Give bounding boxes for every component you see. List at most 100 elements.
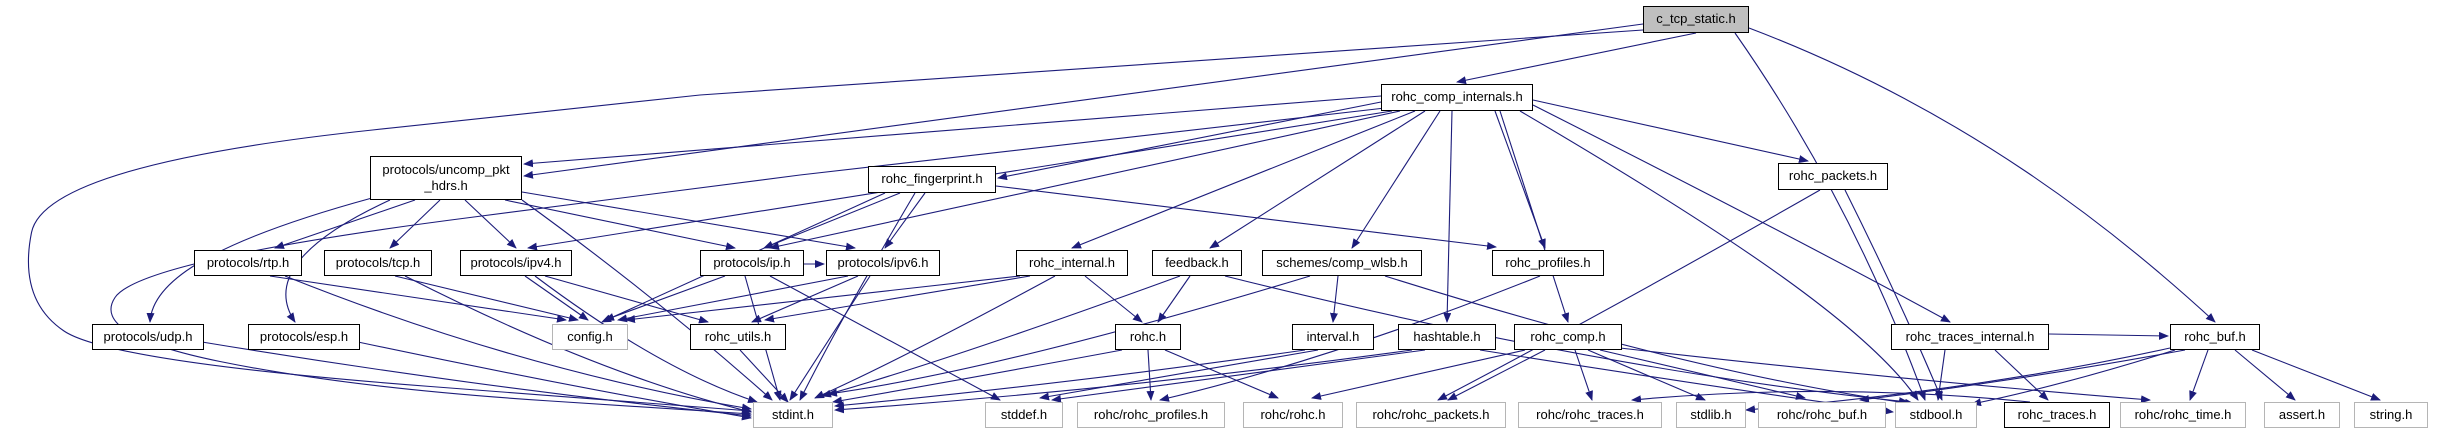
graph-node-ppkt: rohc/rohc_packets.h bbox=[1356, 402, 1506, 428]
graph-node-string: string.h bbox=[2354, 402, 2428, 428]
edge-fb-to-stdint bbox=[821, 275, 1181, 398]
edge-unc-to-ipv4 bbox=[464, 199, 517, 249]
graph-node-stdint: stdint.h bbox=[753, 402, 833, 428]
graph-node-rcomp[interactable]: rohc_comp.h bbox=[1514, 324, 1622, 350]
graph-node-stdlib: stdlib.h bbox=[1676, 402, 1746, 428]
graph-node-pprof: rohc/rohc_profiles.h bbox=[1077, 402, 1225, 428]
edge-rcomp-to-prohc bbox=[1311, 349, 1526, 400]
edge-ctcp-to-unc bbox=[523, 23, 1644, 179]
edge-unc-to-tcp bbox=[389, 199, 441, 249]
edge-rtp-to-cfg bbox=[269, 275, 567, 323]
graph-node-ptime: rohc/rohc_time.h bbox=[2120, 402, 2246, 428]
edge-ctcp-to-rbuf bbox=[1748, 27, 2216, 323]
edge-rci-to-stdint bbox=[110, 107, 1386, 418]
graph-node-prohc: rohc/rohc.h bbox=[1243, 402, 1343, 428]
graph-node-trc[interactable]: rohc_traces.h bbox=[2004, 402, 2110, 428]
edge-wlsb-to-stdbool bbox=[1384, 275, 1915, 407]
graph-node-rci[interactable]: rohc_comp_internals.h bbox=[1381, 84, 1533, 111]
edge-rint-to-rohc bbox=[1084, 275, 1143, 323]
edge-rcomp-to-ptime bbox=[1619, 347, 2151, 404]
graph-node-pbuf: rohc/rohc_buf.h bbox=[1758, 402, 1886, 428]
graph-node-wlsb[interactable]: schemes/comp_wlsb.h bbox=[1262, 250, 1422, 276]
edge-rcomp-to-pbuf bbox=[1599, 349, 1806, 400]
edge-pkt-to-stdbool bbox=[1844, 189, 1943, 401]
edge-rti-to-rbuf bbox=[2048, 331, 2169, 340]
edge-rti-to-trc bbox=[1994, 349, 2049, 401]
edge-tcp-to-stdint bbox=[404, 275, 752, 414]
graph-node-stdbool: stdbool.h bbox=[1895, 402, 1977, 428]
edge-rbuf-to-stdlib bbox=[1745, 347, 2171, 414]
edge-rbuf-to-stdbool bbox=[1971, 349, 2176, 407]
edge-wlsb-to-stdint bbox=[827, 275, 1311, 397]
graph-node-assert: assert.h bbox=[2264, 402, 2340, 428]
edge-rohc-to-pprof bbox=[1146, 349, 1155, 401]
graph-node-ipv6[interactable]: protocols/ipv6.h bbox=[826, 250, 940, 276]
edge-hash-to-stdint bbox=[834, 349, 1413, 414]
graph-node-rbuf[interactable]: rohc_buf.h bbox=[2170, 324, 2260, 350]
graph-node-pkt[interactable]: rohc_packets.h bbox=[1778, 163, 1888, 190]
graph-node-ip[interactable]: protocols/ip.h bbox=[700, 250, 804, 276]
edge-rci-to-wlsb bbox=[1351, 110, 1441, 249]
edge-esp-to-stdint bbox=[357, 341, 752, 421]
edge-rbuf-to-pbuf bbox=[1859, 349, 2186, 403]
graph-node-tcp[interactable]: protocols/tcp.h bbox=[324, 250, 432, 276]
edge-ipv6-to-cfg bbox=[617, 275, 849, 323]
edge-ctcp-to-rci bbox=[1456, 32, 1697, 85]
edge-rci-to-rti bbox=[1532, 104, 1951, 323]
edge-tcp-to-cfg bbox=[394, 275, 579, 322]
edge-ctcp-to-stdint bbox=[28, 29, 1644, 415]
edge-rcomp-to-ppkt bbox=[1447, 349, 1546, 401]
edge-rci-to-pkt bbox=[1532, 99, 1809, 163]
graph-node-unc[interactable]: protocols/uncomp_pkt _hdrs.h bbox=[370, 156, 522, 200]
graph-node-fb[interactable]: feedback.h bbox=[1152, 250, 1242, 276]
graph-node-udp[interactable]: protocols/udp.h bbox=[92, 324, 204, 350]
edge-rci-to-unc bbox=[523, 95, 1382, 168]
edge-fb-to-rohc bbox=[1157, 275, 1191, 323]
graph-node-rohc[interactable]: rohc.h bbox=[1115, 324, 1181, 350]
edge-ipv4-to-cfg bbox=[524, 275, 589, 321]
edge-rci-to-hash bbox=[1443, 110, 1453, 323]
graph-node-rtp[interactable]: protocols/rtp.h bbox=[194, 250, 302, 276]
edge-hash-to-stddef bbox=[1051, 349, 1426, 403]
graph-node-utils[interactable]: rohc_utils.h bbox=[690, 324, 786, 350]
edge-rcomp-to-stdlib bbox=[1587, 349, 1706, 401]
graph-node-stddef: stddef.h bbox=[985, 402, 1063, 428]
edge-rbuf-to-ptime bbox=[2189, 349, 2209, 401]
edge-rbuf-to-assert bbox=[2234, 349, 2296, 401]
edge-unc-to-ip bbox=[504, 199, 736, 251]
graph-node-rint[interactable]: rohc_internal.h bbox=[1016, 250, 1128, 276]
edge-rbuf-to-string bbox=[2251, 349, 2381, 401]
edge-ip-to-cfg bbox=[604, 275, 726, 321]
graph-node-ctcp[interactable]: c_tcp_static.h bbox=[1643, 6, 1749, 33]
graph-node-hash[interactable]: hashtable.h bbox=[1398, 324, 1496, 350]
edge-ipv4-to-stdint bbox=[534, 275, 758, 403]
edge-rci-to-rint bbox=[1071, 110, 1416, 249]
edge-ip-to-stddef bbox=[769, 275, 1001, 401]
graph-node-prof[interactable]: rohc_profiles.h bbox=[1492, 250, 1604, 276]
edge-rci-to-fb bbox=[1209, 110, 1426, 249]
edge-rci-to-ip bbox=[769, 110, 1401, 250]
edge-unc-to-stdint bbox=[521, 199, 773, 401]
edge-rint-to-cfg bbox=[625, 275, 1021, 323]
edge-ipv6-to-utils bbox=[751, 275, 859, 323]
edge-fpr-to-ipv6 bbox=[884, 192, 926, 249]
edge-udp-to-stdint bbox=[201, 341, 752, 420]
graph-node-fpr[interactable]: rohc_fingerprint.h bbox=[868, 166, 996, 193]
edge-ipv4-to-utils bbox=[544, 275, 709, 324]
edge-rint-to-stdint bbox=[814, 275, 1056, 399]
edge-intv-to-stdint bbox=[834, 349, 1306, 410]
graph-node-rti[interactable]: rohc_traces_internal.h bbox=[1891, 324, 2049, 350]
edge-fpr-to-ip bbox=[763, 192, 901, 249]
edge-rint-to-utils bbox=[764, 275, 1031, 323]
edge-unc-to-ipv6 bbox=[521, 191, 856, 251]
edge-trc-to-ptrc bbox=[1631, 390, 2031, 404]
edge-rci-to-prof bbox=[1494, 110, 1546, 249]
edge-ipv6-to-stdint bbox=[789, 275, 871, 401]
graph-node-intv[interactable]: interval.h bbox=[1292, 324, 1374, 350]
graph-node-esp[interactable]: protocols/esp.h bbox=[248, 324, 360, 350]
graph-node-ipv4[interactable]: protocols/ipv4.h bbox=[460, 250, 572, 276]
edge-intv-to-stddef bbox=[1039, 349, 1319, 401]
edge-rohc-to-stdint bbox=[832, 349, 1123, 405]
edge-utils-to-stdint bbox=[739, 349, 789, 403]
